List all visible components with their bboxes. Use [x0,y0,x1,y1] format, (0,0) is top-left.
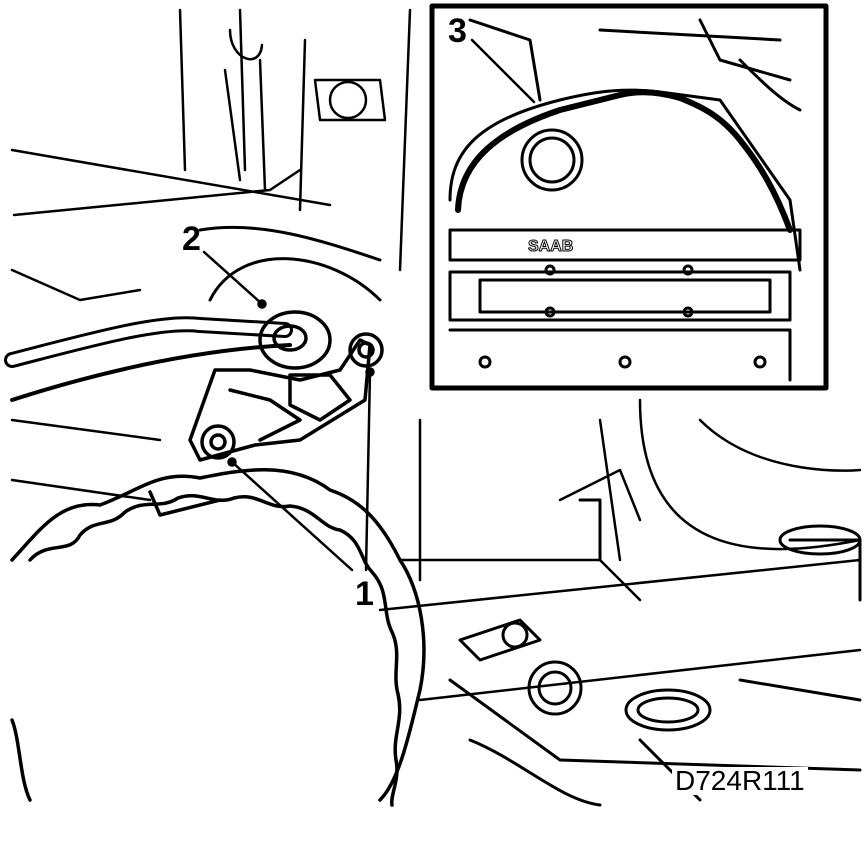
inset-panel [429,3,829,391]
lower-engine-parts [448,498,862,807]
callout-3: 3 [448,12,467,50]
engine-background [10,8,862,702]
figure-id: D724R111 [672,767,808,795]
sensor-cable [4,225,382,402]
saab-badge: SAAB [528,238,573,255]
toothed-wheel [10,468,426,807]
callout-2: 2 [182,220,201,258]
leader-lines [202,250,375,572]
callout-1: 1 [355,575,374,613]
